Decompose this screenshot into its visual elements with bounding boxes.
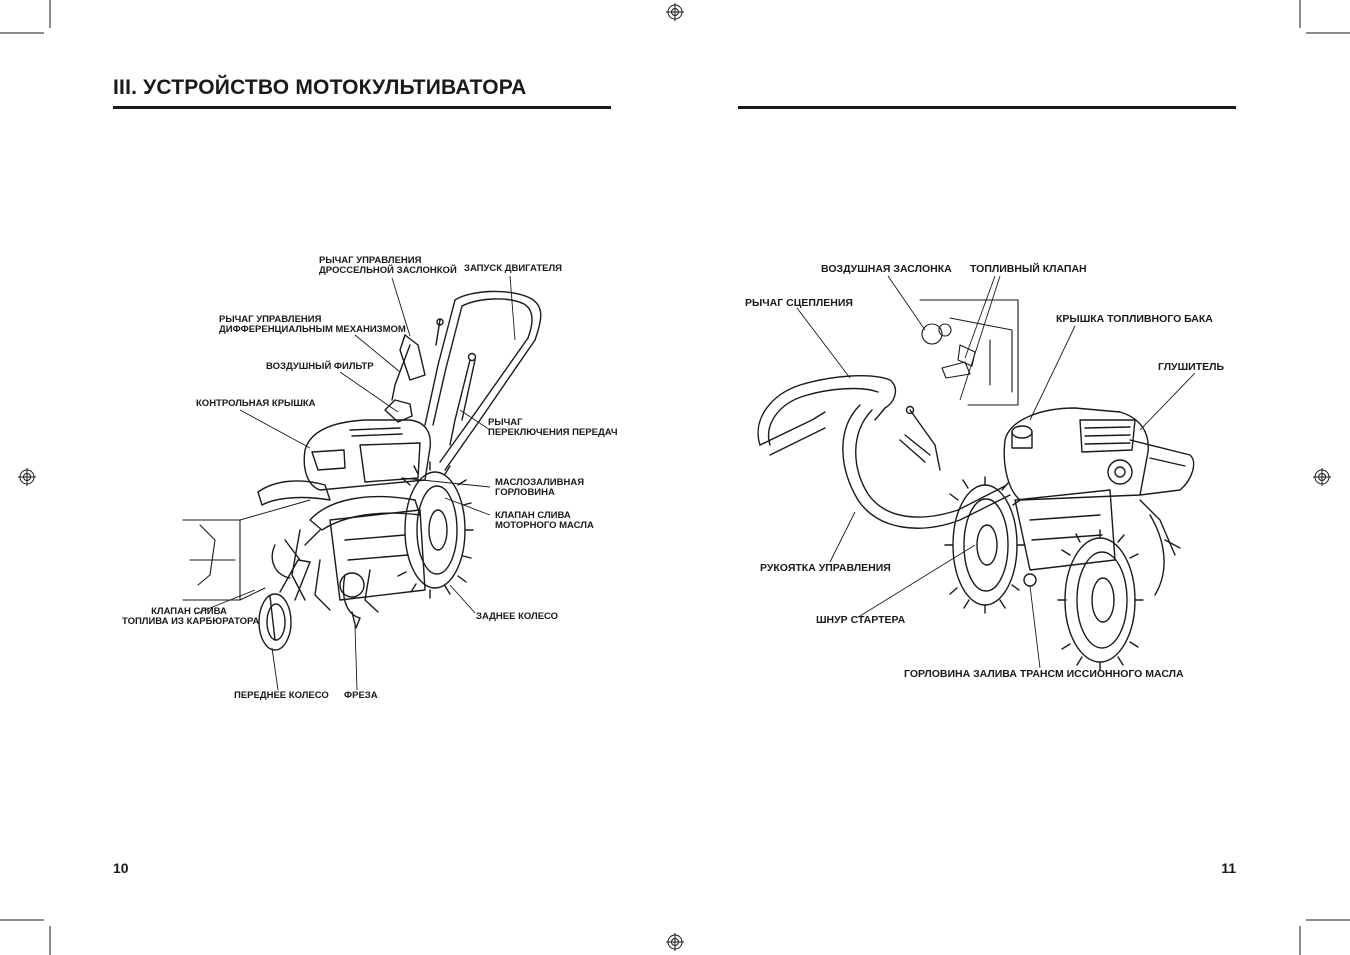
page-number-left: 10 [113,860,129,876]
label-rear-wheel: ЗАДНЕЕ КОЛЕСО [476,611,559,622]
right-cultivator-drawing [757,299,1195,671]
label-choke: ВОЗДУШНАЯ ЗАСЛОНКА [821,263,952,275]
registration-mark-top [666,3,684,21]
label-tank-cap: КРЫШКА ТОПЛИВНОГО БАКА [1056,313,1213,325]
label-muffler: ГЛУШИТЕЛЬ [1158,361,1225,373]
label-fuel-valve: ТОПЛИВНЫЙ КЛАПАН [970,263,1087,275]
page-title: III. УСТРОЙСТВО МОТОКУЛЬТИВАТОРА [113,76,527,99]
label-throttle-lever: РЫЧАГ УПРАВЛЕНИЯ ДРОССЕЛЬНОЙ ЗАСЛОНКОЙ [319,255,457,276]
label-oil-filler: МАСЛОЗАЛИВНАЯ ГОРЛОВИНА [495,477,585,498]
label-front-wheel: ПЕРЕДНЕЕ КОЛЕСО [234,690,329,701]
label-air-filter: ВОЗДУШНЫЙ ФИЛЬТР [266,361,374,372]
label-diff-lever: РЫЧАГ УПРАВЛЕНИЯ ДИФФЕРЕНЦИАЛЬНЫМ МЕХАНИ… [219,314,406,335]
label-tiller: ФРЕЗА [344,690,378,701]
label-starter-cord: ШНУР СТАРТЕРА [816,614,906,626]
label-handle: РУКОЯТКА УПРАВЛЕНИЯ [760,562,891,574]
right-leader-lines [796,275,1196,669]
left-leader-lines [194,275,516,691]
header-rule-right [738,106,1236,109]
registration-mark-right [1313,468,1331,486]
header-rule-left [113,106,611,109]
label-gear-lever: РЫЧАГ ПЕРЕКЛЮЧЕНИЯ ПЕРЕДАЧ [488,417,618,438]
label-control-cover: КОНТРОЛЬНАЯ КРЫШКА [196,398,316,409]
left-cultivator-drawing [182,290,542,651]
label-clutch-lever: РЫЧАГ СЦЕПЛЕНИЯ [745,297,853,309]
label-oil-drain: КЛАПАН СЛИВА МОТОРНОГО МАСЛА [495,510,594,531]
label-trans-filler: ГОРЛОВИНА ЗАЛИВА ТРАНСМ ИССИОННОГО МАСЛА [904,668,1184,680]
label-carb-drain: КЛАПАН СЛИВА ТОПЛИВА ИЗ КАРБЮРАТОРА [122,606,260,627]
page-number-right: 11 [1221,860,1236,876]
registration-mark-left [18,468,36,486]
label-engine-start: ЗАПУСК ДВИГАТЕЛЯ [464,263,562,274]
registration-mark-bottom [666,933,684,951]
